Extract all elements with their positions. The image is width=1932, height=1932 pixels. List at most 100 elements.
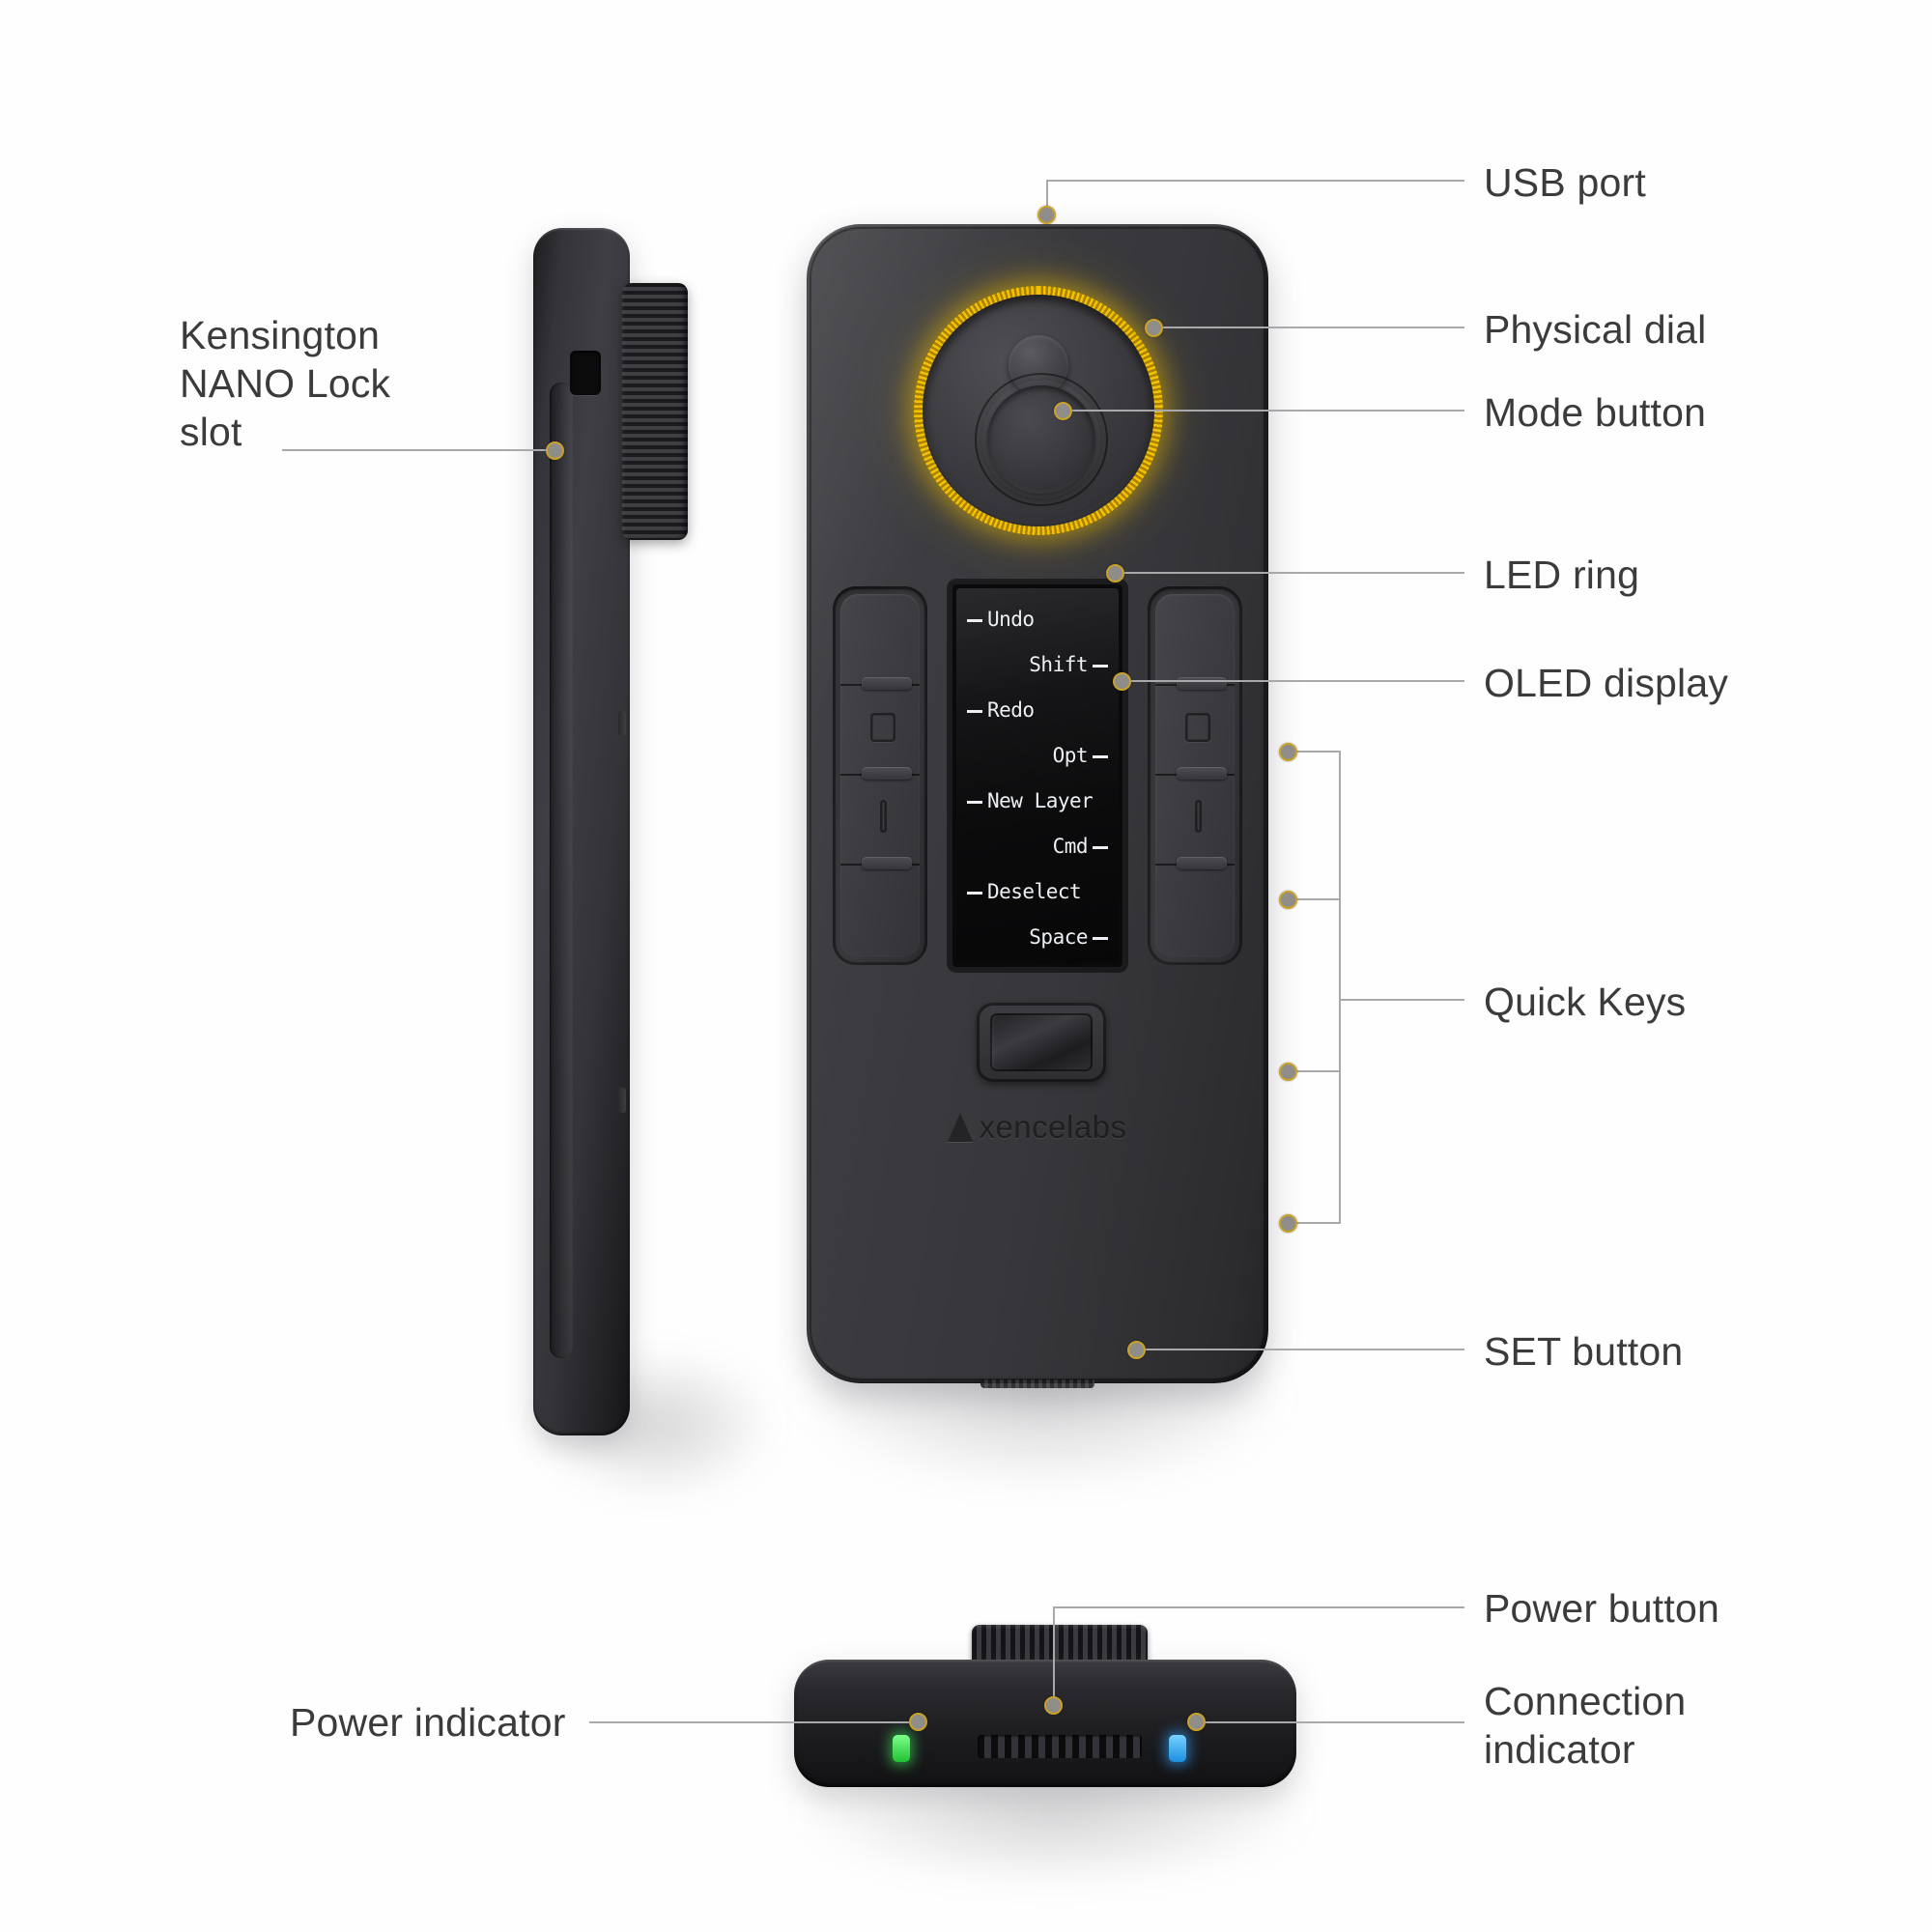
- oled-label: Space: [1029, 925, 1088, 949]
- callout-quick-keys: Quick Keys: [1484, 980, 1687, 1024]
- callout-set-button: SET button: [1484, 1329, 1684, 1374]
- kensington-lock-dot: [546, 441, 564, 460]
- key-tactile-square-marker: [870, 713, 895, 742]
- oled-row-opt: Opt: [956, 738, 1119, 773]
- oled-tick-icon: [1093, 936, 1108, 940]
- connection-indicator-led: [1169, 1735, 1186, 1762]
- mode-button-dot: [1054, 402, 1072, 420]
- oled-row-undo: Undo: [956, 602, 1119, 637]
- key-nub: [862, 767, 912, 780]
- leader-oled-display: [1122, 680, 1464, 682]
- leader-usb-horizontal: [1046, 180, 1464, 182]
- leader-quickkey-bracket: [1339, 751, 1341, 1224]
- side-groove: [550, 383, 573, 1358]
- side-profile-view: [533, 228, 688, 1435]
- oled-display-dot: [1113, 672, 1131, 691]
- key-nub: [862, 677, 912, 690]
- oled-label: New Layer: [987, 789, 1094, 812]
- quick-keys-dot-2: [1279, 891, 1297, 909]
- leader-connection-indicator: [1196, 1721, 1464, 1723]
- callout-kensington: Kensington NANO Lock slot: [180, 313, 391, 454]
- quick-keys-dot-1: [1279, 743, 1297, 761]
- oled-tick-icon: [1093, 664, 1108, 668]
- side-dial-knurl[interactable]: [622, 283, 688, 540]
- quick-keys-dot-4: [1279, 1214, 1297, 1233]
- key-nub: [1177, 677, 1227, 690]
- leader-quickkey-main: [1339, 999, 1464, 1001]
- leader-quickkey-stub-1: [1288, 751, 1341, 753]
- callout-physical-dial: Physical dial: [1484, 307, 1707, 352]
- leader-set-button: [1136, 1349, 1464, 1350]
- bottom-grip-teeth: [980, 1379, 1094, 1388]
- leader-quickkey-stub-3: [1288, 1070, 1341, 1072]
- key-tactile-bar-marker: [880, 800, 887, 833]
- oled-label: Shift: [1029, 653, 1088, 676]
- key-tactile-bar-marker: [1195, 800, 1202, 833]
- dial-indicator-bump: [1009, 335, 1068, 395]
- oled-row-deselect: Deselect: [956, 874, 1119, 909]
- kensington-nano-lock-slot[interactable]: [570, 351, 601, 395]
- connection-indicator-dot: [1187, 1713, 1206, 1731]
- device-front-body: Undo Shift Redo Opt New Layer Cmd Desele…: [807, 224, 1268, 1388]
- power-indicator-dot: [909, 1713, 927, 1731]
- set-button-dot: [1127, 1341, 1146, 1359]
- side-nub-lower: [618, 1088, 626, 1113]
- leader-led-ring: [1115, 572, 1464, 574]
- callout-connection-indicator: Connection indicator: [1484, 1679, 1687, 1772]
- oled-display: Undo Shift Redo Opt New Layer Cmd Desele…: [950, 582, 1125, 970]
- xencelabs-gem-icon: [948, 1113, 974, 1142]
- callout-oled-display: OLED display: [1484, 661, 1729, 705]
- brand-logo: xencelabs: [807, 1109, 1268, 1146]
- leader-quickkey-stub-2: [1288, 898, 1341, 900]
- callout-usb-port: USB port: [1484, 160, 1646, 205]
- set-button[interactable]: [977, 1003, 1106, 1082]
- device-bottom-body: [794, 1660, 1296, 1787]
- quick-keys-dot-3: [1279, 1063, 1297, 1081]
- oled-tick-icon: [1093, 845, 1108, 849]
- mode-button[interactable]: [987, 385, 1095, 494]
- oled-row-new-layer: New Layer: [956, 783, 1119, 818]
- usb-port-dot: [1037, 206, 1056, 224]
- oled-label: Opt: [1052, 744, 1089, 767]
- power-button-dot: [1044, 1696, 1063, 1715]
- quick-keys-column-left: [833, 586, 927, 965]
- oled-tick-icon: [967, 800, 982, 804]
- oled-row-redo: Redo: [956, 693, 1119, 727]
- brand-name: xencelabs: [979, 1109, 1127, 1145]
- quick-key-right-group[interactable]: [1155, 594, 1235, 957]
- oled-tick-icon: [1093, 754, 1108, 758]
- oled-tick-icon: [967, 618, 982, 622]
- oled-label: Undo: [987, 608, 1035, 631]
- key-tactile-square-marker: [1185, 713, 1210, 742]
- oled-label: Deselect: [987, 880, 1082, 903]
- leader-quickkey-stub-4: [1288, 1222, 1341, 1224]
- side-nub-upper: [618, 711, 626, 736]
- leader-usb-vertical: [1046, 180, 1048, 214]
- oled-tick-icon: [967, 891, 982, 895]
- callout-power-indicator: Power indicator: [290, 1700, 566, 1745]
- key-nub: [862, 857, 912, 869]
- leader-power-button-vertical: [1053, 1606, 1055, 1705]
- vent-grille: [978, 1735, 1142, 1758]
- leader-mode-button: [1063, 410, 1464, 412]
- device-side-body: [533, 228, 630, 1435]
- callout-power-button: Power button: [1484, 1586, 1719, 1631]
- key-nub: [1177, 767, 1227, 780]
- oled-label: Redo: [987, 698, 1035, 722]
- callout-mode-button: Mode button: [1484, 390, 1707, 435]
- bottom-edge-view: [794, 1625, 1335, 1847]
- oled-tick-icon: [967, 709, 982, 713]
- physical-dial-dot: [1145, 319, 1163, 337]
- key-nub: [1177, 857, 1227, 869]
- oled-row-shift: Shift: [956, 647, 1119, 682]
- leader-power-indicator: [589, 1721, 918, 1723]
- power-indicator-led: [893, 1735, 910, 1762]
- oled-screen: Undo Shift Redo Opt New Layer Cmd Desele…: [956, 588, 1119, 963]
- quick-keys-column-right: [1148, 586, 1242, 965]
- quick-key-left-group[interactable]: [840, 594, 920, 957]
- led-ring-dot: [1106, 564, 1124, 582]
- oled-label: Cmd: [1052, 835, 1089, 858]
- leader-power-button-horizontal: [1053, 1606, 1464, 1608]
- callout-led-ring: LED ring: [1484, 553, 1640, 597]
